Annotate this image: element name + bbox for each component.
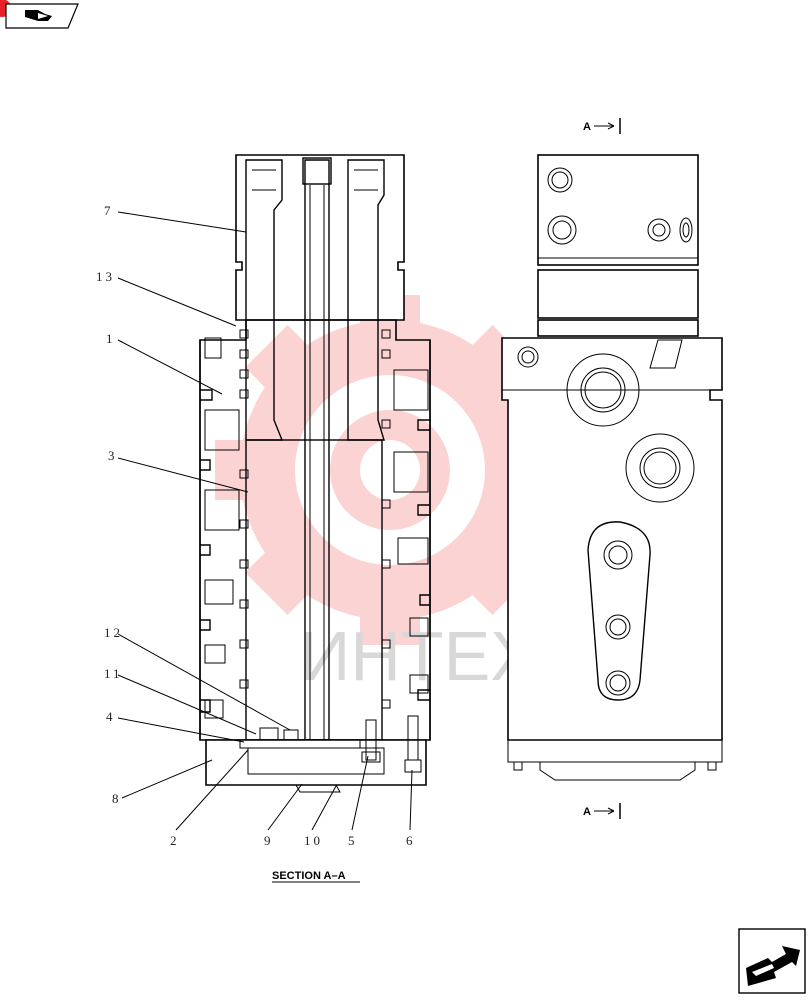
exterior-view: A A: [501, 118, 723, 819]
callout-10: 10: [304, 833, 323, 848]
next-page-button[interactable]: [738, 928, 806, 994]
section-caption: SECTION A–A: [272, 870, 346, 882]
header-nav-button[interactable]: [0, 0, 80, 32]
callout-12: 12: [104, 625, 123, 640]
callout-9: 9: [264, 833, 274, 848]
callout-8: 8: [112, 791, 122, 806]
next-page-arrow-icon: [738, 928, 806, 994]
leader-lines: [117, 211, 413, 831]
callout-1: 1: [106, 331, 116, 346]
section-mark-bottom: A: [583, 806, 591, 818]
callout-labels: 7 13 1 3 12 11 4 8 2 9 10 5 6: [96, 203, 416, 848]
callout-7: 7: [104, 203, 114, 218]
section-view: [199, 154, 431, 793]
callout-6: 6: [406, 833, 416, 848]
callout-2: 2: [170, 833, 180, 848]
callout-4: 4: [106, 709, 116, 724]
callout-11: 11: [104, 666, 123, 681]
callout-13: 13: [96, 269, 115, 284]
callout-5: 5: [348, 833, 358, 848]
watermark-text: ИНТЕХ: [300, 617, 537, 695]
chapter-nav-icon: [0, 0, 79, 29]
section-mark-top: A: [583, 121, 591, 133]
callout-3: 3: [108, 448, 118, 463]
